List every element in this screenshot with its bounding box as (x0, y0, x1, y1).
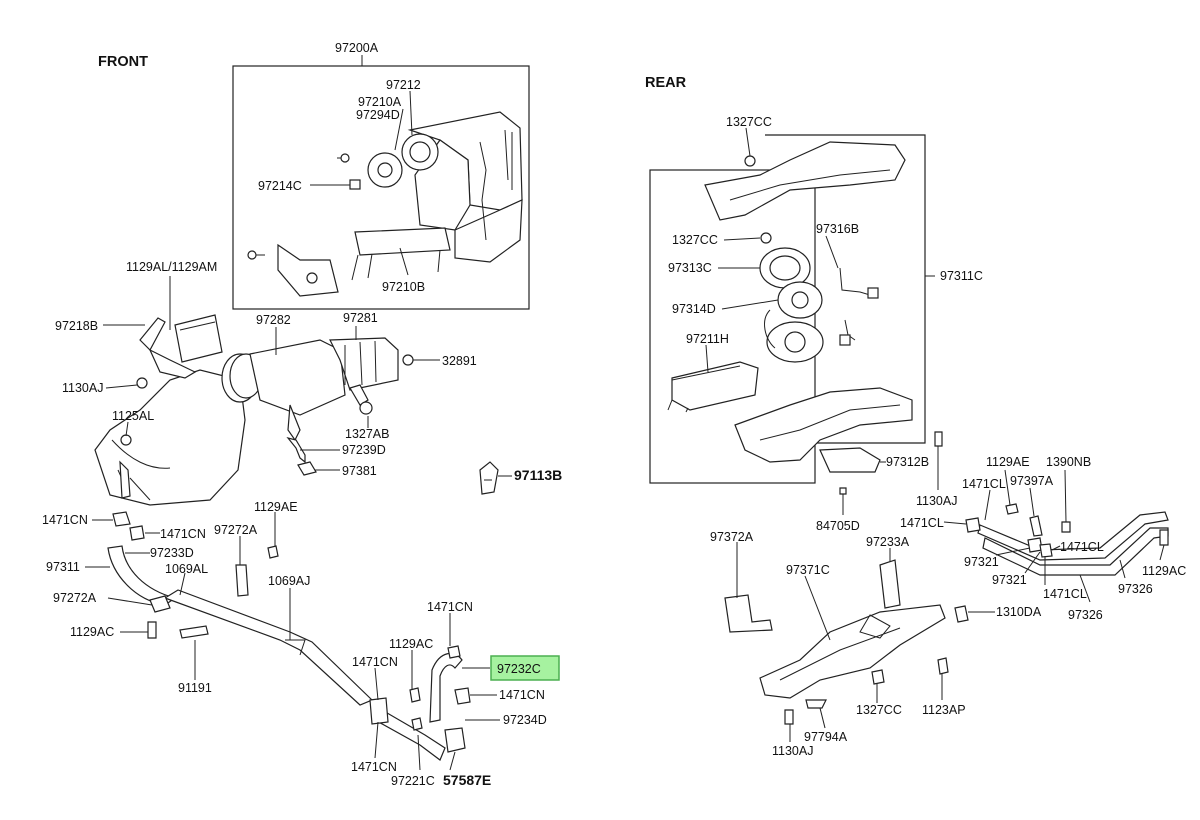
rear-pipes-drawing (943, 469, 1169, 603)
part-label: 97211H (686, 332, 729, 346)
part-label: 97372A (710, 530, 754, 544)
part-label: 1327CC (856, 703, 902, 717)
part-label: 1471CN (351, 760, 397, 774)
part-label: 97321 (992, 573, 1027, 587)
part-label: 1125AL (112, 409, 154, 423)
part-label: 97314D (672, 302, 716, 316)
part-label: 1327CC (726, 115, 772, 129)
part-label: 1129AE (986, 455, 1030, 469)
rear-fasteners-drawing (839, 431, 943, 515)
part-label: 1471CL (962, 477, 1006, 491)
part-label: 1130AJ (62, 381, 103, 395)
rear-bracket-drawing (724, 542, 995, 742)
part-label: 97313C (668, 261, 712, 275)
part-label: 97272A (214, 523, 258, 537)
part-label: 97212 (386, 78, 421, 92)
part-label: 91191 (178, 681, 212, 695)
part-label: 97311 (46, 560, 80, 574)
part-label: 97371C (786, 563, 830, 577)
part-label: 1069AJ (268, 574, 310, 588)
front-part-97113b-drawing (479, 461, 512, 495)
part-label: 97233A (866, 535, 910, 549)
front-heater-unit-drawing (247, 90, 523, 297)
part-label: 97316B (816, 222, 859, 236)
part-label: 1129AC (389, 637, 433, 651)
front-heading: FRONT (98, 54, 148, 70)
part-label: 97214C (258, 179, 302, 193)
part-label: 97113B (514, 467, 562, 483)
part-label: 97312B (886, 455, 929, 469)
part-label: 84705D (816, 519, 860, 533)
part-label: 97397A (1010, 474, 1054, 488)
part-label: 97321 (964, 555, 999, 569)
part-label: 1471CN (42, 513, 88, 527)
highlighted-part-label[interactable]: 97232C (497, 662, 541, 676)
part-label: 97233D (150, 546, 194, 560)
part-label: 1129AC (1142, 564, 1186, 578)
rear-unit-box (649, 134, 935, 484)
part-label: 1471CL (1060, 540, 1104, 554)
part-label: 97210A (358, 95, 402, 109)
part-label: 97221C (391, 774, 435, 788)
part-label: 97234D (503, 713, 547, 727)
part-label: 97326 (1118, 582, 1153, 596)
highlight-box (490, 655, 560, 681)
part-label: 1310DA (996, 605, 1042, 619)
part-label: 97239D (342, 443, 386, 457)
part-label: 1129AC (70, 625, 114, 639)
part-label: 1471CN (160, 527, 206, 541)
front-air-duct-drawing (221, 326, 440, 476)
part-label: 1130AJ (916, 494, 957, 508)
part-label: 97794A (804, 730, 848, 744)
front-hoses-drawing (85, 511, 500, 771)
part-label: 1327CC (672, 233, 718, 247)
part-label: 97218B (55, 319, 98, 333)
rear-unit-drawing (667, 127, 913, 473)
part-label: 1123AP (922, 703, 966, 717)
part-label: 97326 (1068, 608, 1103, 622)
part-label: 97272A (53, 591, 97, 605)
part-label: 1471CN (352, 655, 398, 669)
part-label: 32891 (442, 354, 477, 368)
part-label: 1471CL (900, 516, 944, 530)
part-label: 1327AB (345, 427, 389, 441)
part-label: 1390NB (1046, 455, 1091, 469)
part-label: 1471CN (499, 688, 545, 702)
part-label: 1129AE (254, 500, 298, 514)
part-label: 57587E (443, 772, 491, 788)
part-label: 1069AL (165, 562, 208, 576)
part-label: 97210B (382, 280, 425, 294)
part-label: 1130AJ (772, 744, 813, 758)
part-label: 97281 (343, 311, 378, 325)
part-label: 97200A (335, 41, 379, 55)
part-label: 1471CL (1043, 587, 1087, 601)
part-label: 97294D (356, 108, 400, 122)
part-label: 1471CN (427, 600, 473, 614)
part-label: 97381 (342, 464, 377, 478)
front-dash-panel-drawing (94, 276, 246, 506)
part-label: 1129AL/1129AM (126, 260, 217, 274)
part-label: 97282 (256, 313, 291, 327)
part-label: 97311C (940, 269, 983, 283)
rear-heading: REAR (645, 75, 687, 91)
front-heater-box (232, 55, 530, 310)
